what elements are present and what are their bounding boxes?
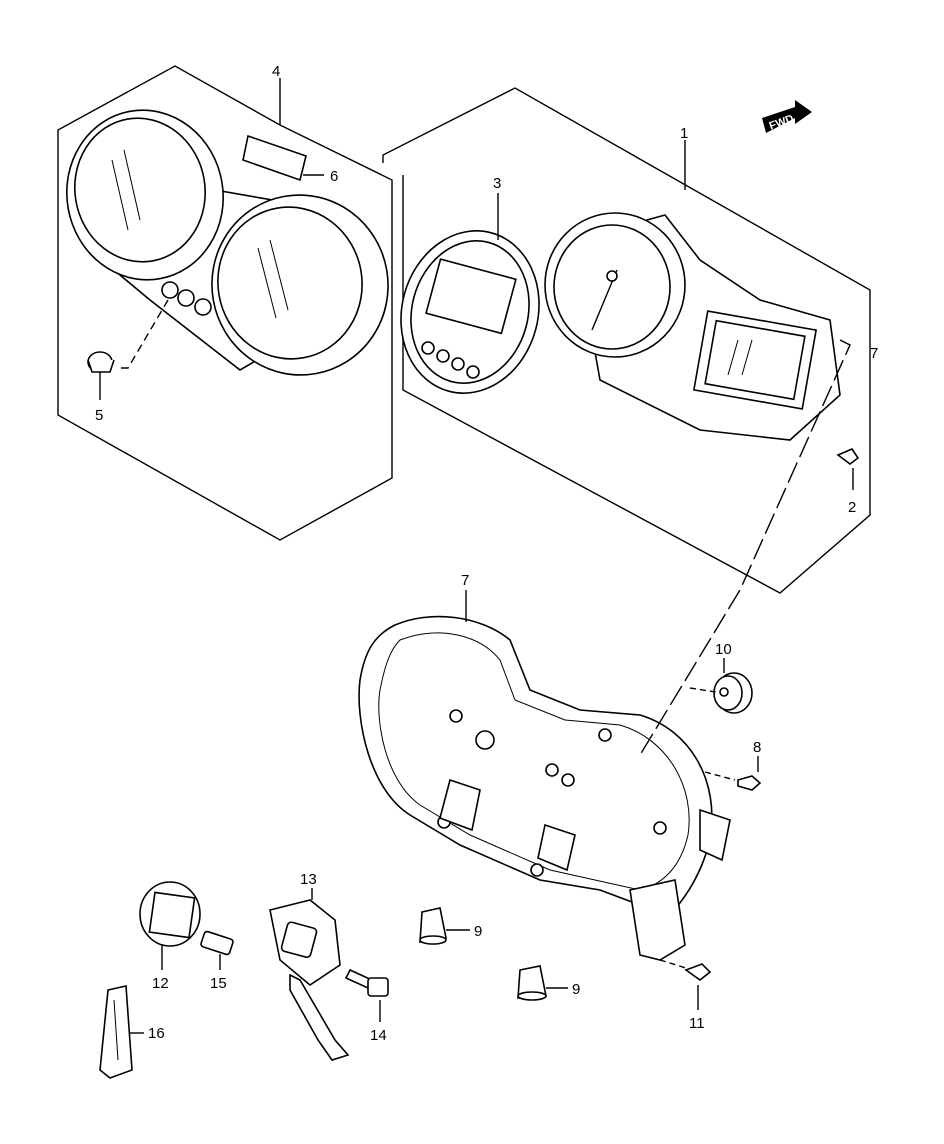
speedometer-assembly-part-1: [544, 212, 841, 441]
callout-14: 14: [370, 1027, 387, 1044]
callout-15: 15: [210, 975, 227, 992]
meter-cover-part-4: [65, 109, 389, 376]
callout-7-upper: 7: [870, 345, 878, 362]
switch-part-13: [269, 888, 350, 1061]
assembly-box-4: [57, 65, 393, 541]
cap-part-9-lower: [517, 965, 568, 1001]
callout-4: 4: [272, 63, 280, 80]
callout-8: 8: [753, 739, 761, 756]
callout-5: 5: [95, 407, 103, 424]
grommet-part-10: [689, 658, 753, 714]
lcd-bezel-part-3: [400, 230, 540, 394]
bulb-cap-part-5: [87, 299, 169, 373]
callout-12: 12: [152, 975, 169, 992]
fwd-direction-arrow: FWD: [762, 100, 812, 133]
lower-case-part-7: [358, 615, 731, 961]
callout-13: 13: [300, 871, 317, 888]
callout-16: 16: [148, 1025, 165, 1042]
screw-part-11: [659, 959, 712, 1010]
bulb-part-15: [200, 930, 234, 970]
callout-11: 11: [689, 1015, 705, 1032]
callout-7-lower: 7: [461, 572, 469, 589]
callout-9-upper: 9: [474, 923, 482, 940]
label-plate-part-6: [242, 134, 324, 182]
callout-2: 2: [848, 499, 856, 516]
callout-9-lower: 9: [572, 981, 580, 998]
bolt-part-14: [344, 968, 389, 1022]
callout-3: 3: [493, 175, 501, 192]
bracket-part-16: [99, 985, 144, 1079]
callout-1: 1: [680, 125, 688, 142]
socket-part-12: [139, 881, 201, 970]
cap-part-9-upper: [419, 907, 470, 945]
screw-part-8: [704, 756, 762, 791]
screw-part-2: [836, 448, 860, 490]
callout-10: 10: [715, 641, 732, 658]
callout-6: 6: [330, 168, 338, 185]
assembly-box-1: [382, 87, 871, 594]
